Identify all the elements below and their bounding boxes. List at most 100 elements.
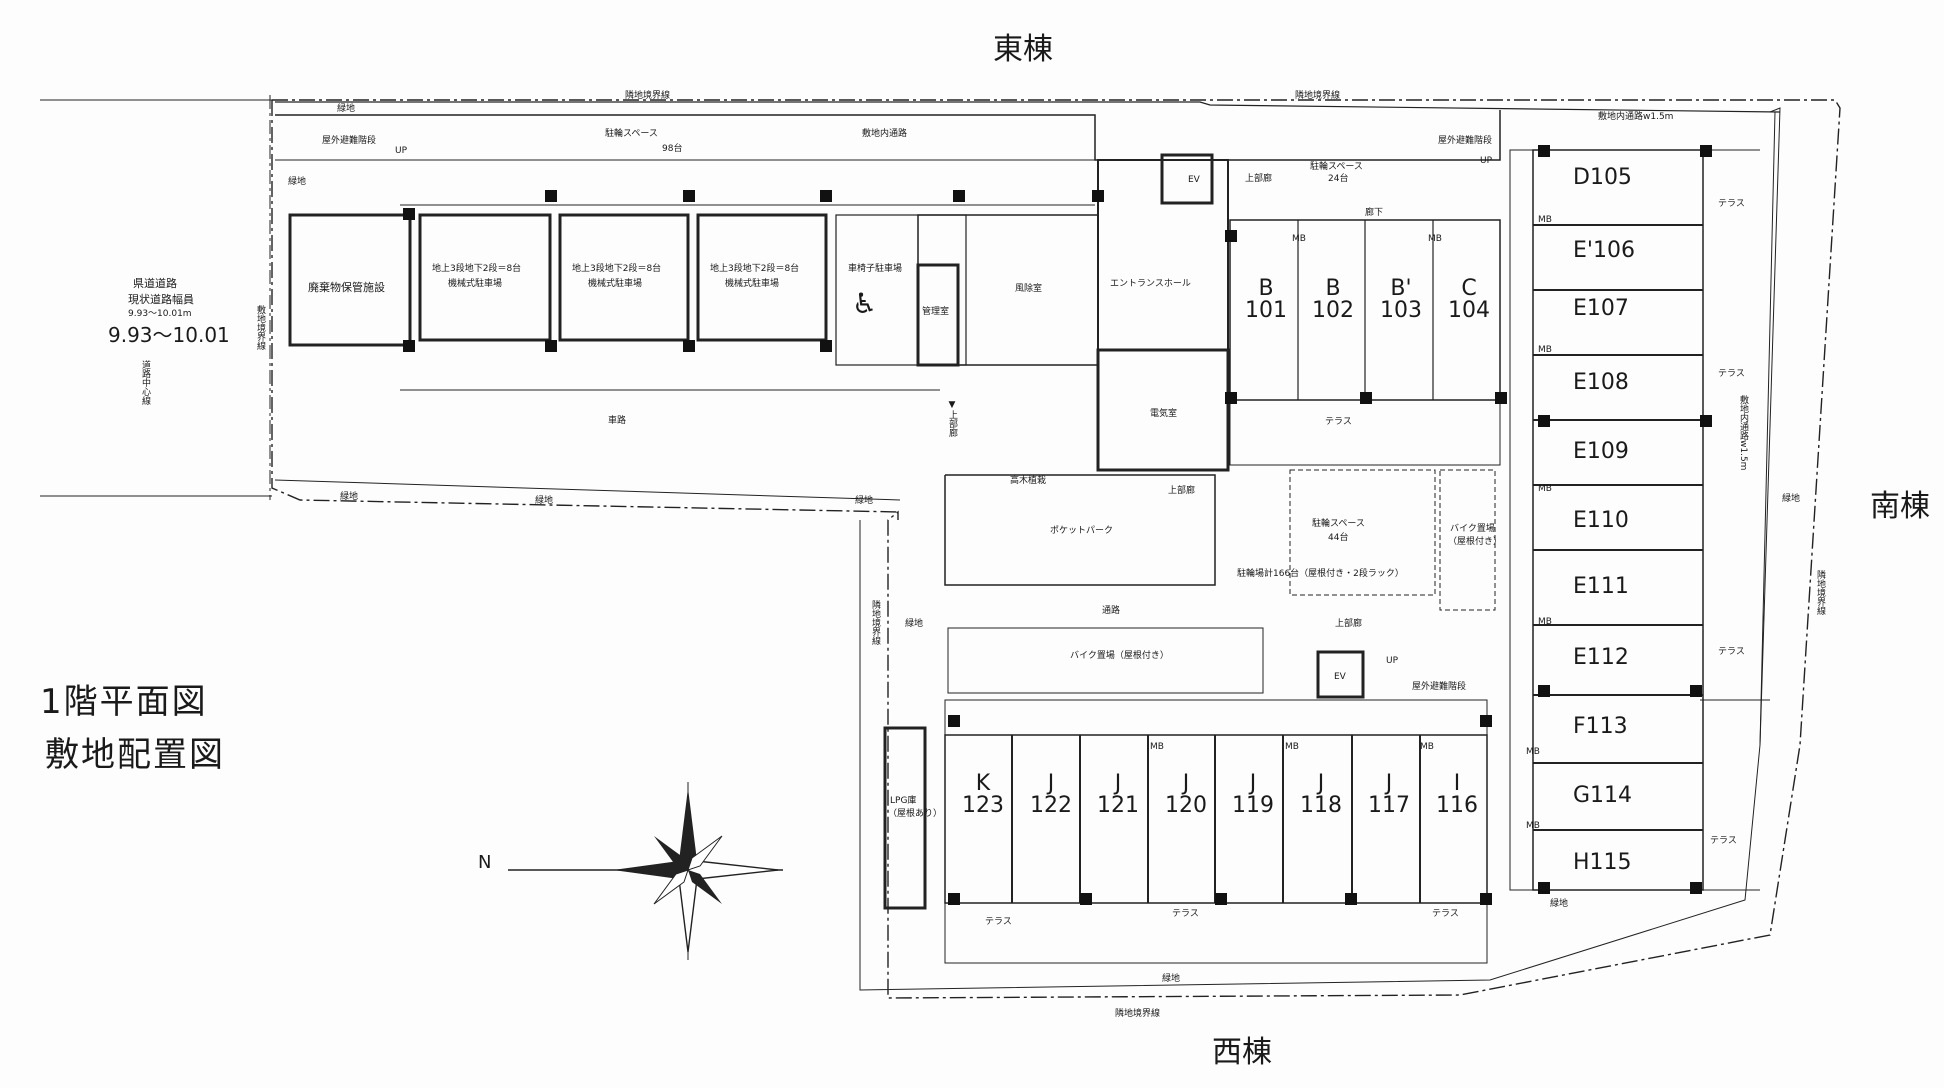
green-label-2: 緑地: [337, 104, 356, 114]
unit-e111: E111: [1573, 574, 1629, 599]
bike-roof-label-2: （屋根付き）: [1448, 537, 1503, 547]
evac-stair-top-left: 屋外避難階段: [322, 136, 377, 146]
lpg-label: LPG庫: [890, 796, 917, 806]
terrace-right-4: テラス: [1710, 836, 1737, 846]
pocket-park: ポケットパーク: [1050, 526, 1114, 536]
wheelchair-icon: ♿: [852, 287, 878, 320]
mb-right-4: MB: [1538, 617, 1552, 627]
tree-planting: 高木植栽: [1010, 476, 1047, 486]
bike-roof-label: バイク置場: [1450, 524, 1495, 534]
boundary-top: 隣地境界線: [625, 91, 671, 101]
entrance-hall: エントランスホール: [1110, 279, 1191, 289]
mb-right-1: MB: [1538, 215, 1552, 225]
car-road-label: 車路: [608, 416, 627, 426]
up-label-3: UP: [1386, 656, 1399, 666]
road-center-line: 道路中心線: [140, 360, 150, 405]
waste-room: 廃棄物保管施設: [308, 281, 385, 294]
corridor-top-label: 上部廊: [1245, 174, 1273, 184]
lpg-label-2: （屋根あり）: [888, 809, 943, 819]
boundary-top-2: 隣地境界線: [1295, 91, 1341, 101]
bike-44-count: 44台: [1328, 533, 1349, 543]
ev-bottom: EV: [1334, 672, 1346, 682]
label-east-building: 東棟: [993, 32, 1053, 67]
unit-e106: E'106: [1573, 238, 1635, 263]
mb-bottom-1: MB: [1150, 742, 1164, 752]
corridor-label: 廊下: [1365, 208, 1384, 218]
mb-top-2: MB: [1428, 234, 1442, 244]
unit-h115: H115: [1573, 850, 1632, 875]
terrace-right-1: テラス: [1718, 199, 1745, 209]
plan-title: 1階平面図: [40, 682, 208, 722]
mb-right-5: MB: [1526, 747, 1540, 757]
ev-top: EV: [1188, 175, 1200, 185]
mech-parking-1: 地上3段地下2段＝8台: [432, 264, 522, 274]
terrace-right-3: テラス: [1718, 647, 1745, 657]
mech-parking-1b: 機械式駐車場: [448, 279, 503, 289]
waste-room-wall: [288, 213, 412, 347]
road-width-small: 9.93～10.01m: [128, 309, 192, 319]
green-label-5: 緑地: [855, 496, 874, 506]
bike-total: 駐輪場計166台（屋根付き・2段ラック）: [1237, 569, 1404, 579]
mb-right-6: MB: [1526, 821, 1540, 831]
mech-parking-2: 地上3段地下2段＝8台: [572, 264, 662, 274]
boundary-left-lower: 隣地境界線: [870, 600, 880, 645]
terrace-bottom-1: テラス: [985, 917, 1012, 927]
green-label-1: 緑地: [288, 177, 307, 187]
inner-road-right: 敷地内通路w1.5m: [1738, 395, 1748, 471]
boundary-right: 隣地境界線: [1815, 570, 1825, 615]
mb-bottom-2: MB: [1285, 742, 1299, 752]
terrace-top-row: テラス: [1325, 417, 1352, 427]
plan-subtitle: 敷地配置図: [45, 735, 225, 775]
unit-f113: F113: [1573, 714, 1628, 739]
site-boundary-left: [271, 100, 901, 513]
boundary-inner-right: [1759, 107, 1781, 746]
evac-stair-bottom: 屋外避難階段: [1412, 682, 1467, 692]
bike-44-label: 駐輪スペース: [1312, 519, 1365, 529]
boundary-inner-top: [275, 101, 1781, 113]
lobby-label: 風除室: [1015, 284, 1043, 294]
mb-bottom-3: MB: [1420, 742, 1434, 752]
mb-right-2: MB: [1538, 345, 1552, 355]
walkway-label: 通路: [1102, 606, 1121, 616]
inner-road-top: 敷地内通路w1.5m: [1598, 112, 1674, 122]
label-south-building: 南棟: [1870, 489, 1930, 524]
bike-yard: バイク置場（屋根付き）: [1070, 651, 1169, 661]
unit-e107: E107: [1573, 296, 1629, 321]
terrace-right-2: テラス: [1718, 369, 1745, 379]
unit-103: B'103: [1380, 276, 1422, 323]
road-note: 現状道路幅員: [128, 293, 194, 306]
green-label-9: 緑地: [1162, 974, 1181, 984]
road-name: 県道道路: [133, 277, 177, 290]
green-label-4: 緑地: [535, 496, 554, 506]
boundary-bottom: 隣地境界線: [1115, 1009, 1161, 1019]
mb-right-3: MB: [1538, 484, 1552, 494]
compass-rose: [508, 782, 783, 960]
terrace-bottom-2: テラス: [1172, 909, 1199, 919]
label-west-building: 西棟: [1212, 1035, 1272, 1070]
terrace-bottom-3: テラス: [1432, 909, 1459, 919]
evac-stair-top-right: 屋外避難階段: [1438, 136, 1493, 146]
green-label-6: 緑地: [1550, 899, 1569, 909]
unit-e112: E112: [1573, 645, 1629, 670]
north-label: N: [478, 852, 492, 873]
unit-e110: E110: [1573, 508, 1629, 533]
site-boundary-outer: [272, 99, 1841, 999]
bike-space-count: 98台: [662, 144, 683, 154]
up-label-2: UP: [1480, 156, 1493, 166]
corridor-above-1: 上部廊: [1168, 486, 1196, 496]
office-label: 管理室: [922, 307, 950, 317]
boundary-left-road: 敷地境界線: [255, 305, 265, 350]
green-label-7: 緑地: [1782, 494, 1801, 504]
corridor-above-2: 上部廊: [1335, 619, 1363, 629]
car-up-label: ▼上部廊: [947, 400, 957, 437]
